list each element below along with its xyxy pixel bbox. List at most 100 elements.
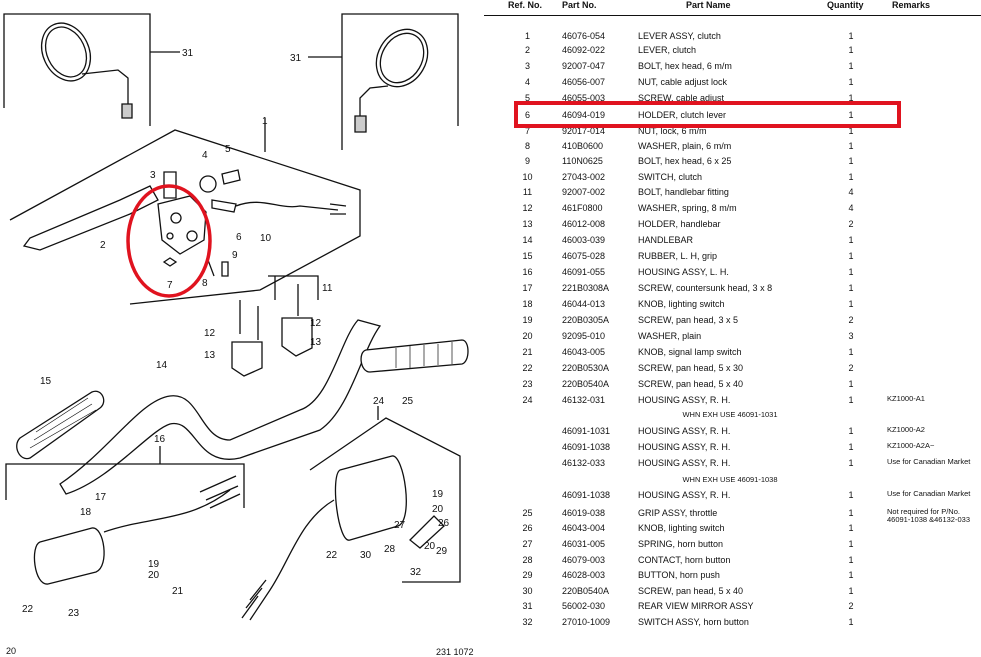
row-part-name: REAR VIEW MIRROR ASSY (638, 601, 754, 611)
row-quantity: 1 (848, 156, 854, 166)
row-part-no: 46079-003 (562, 555, 606, 565)
handlebar-holder-2 (281, 317, 313, 357)
callout-11: 11 (322, 283, 333, 294)
highlight-row-box (514, 101, 901, 128)
row-part-no: 220B0530A (562, 363, 610, 373)
row-quantity: 1 (848, 395, 854, 405)
row-remarks: Not required for P/No. 46091-1038 &46132… (887, 507, 970, 524)
row-part-no: 46076-054 (562, 31, 606, 41)
row-ref: 8 (524, 141, 530, 151)
row-ref: 6 (524, 110, 530, 120)
row-quantity: 1 (848, 555, 854, 565)
header-remarks: Remarks (892, 0, 931, 10)
row-quantity: 1 (848, 283, 854, 293)
header-part-no: Part No. (562, 0, 597, 10)
callout-31b: 31 (290, 53, 302, 64)
row-quantity: 1 (848, 267, 854, 277)
row-quantity: 4 (848, 187, 854, 197)
callout-13b: 13 (310, 337, 322, 348)
callout-3: 3 (150, 170, 156, 181)
row-quantity: 1 (848, 379, 854, 389)
row-part-name: HOUSING ASSY, R. H. (638, 442, 731, 452)
row-part-no: 220B0540A (562, 586, 610, 596)
row-ref: 30 (522, 586, 533, 596)
callout-25: 25 (402, 396, 414, 407)
row-part-name: LEVER, clutch (638, 45, 697, 55)
row-part-name: GRIP ASSY, throttle (638, 508, 718, 518)
row-quantity: 1 (848, 347, 854, 357)
row-ref: 11 (522, 187, 533, 197)
row-quantity: 1 (848, 458, 854, 468)
row-part-no: 46132-031 (562, 395, 606, 405)
row-part-name: SCREW, countersunk head, 3 x 8 (638, 283, 773, 293)
row-part-name: SCREW, pan head, 5 x 30 (638, 363, 744, 373)
mirror-right (375, 28, 429, 88)
mirror-right-box (341, 13, 459, 150)
row-part-name: SCREW, pan head, 3 x 5 (638, 315, 739, 325)
row-part-no: 46028-003 (562, 570, 606, 580)
row-ref: 23 (522, 379, 533, 389)
row-part-no: 92007-047 (562, 61, 606, 71)
row-part-no: 46044-013 (562, 299, 606, 309)
row-ref: 13 (522, 219, 533, 229)
callout-29: 29 (436, 546, 448, 557)
callout-10: 10 (260, 233, 272, 244)
left-grip (16, 390, 105, 460)
row-quantity: 3 (848, 331, 854, 341)
callout-32: 32 (410, 567, 422, 578)
header-quantity: Quantity (827, 0, 864, 10)
row-part-no: 220B0540A (562, 379, 610, 389)
row-part-name: HANDLEBAR (638, 235, 694, 245)
row-quantity: 4 (848, 203, 854, 213)
row-ref: 17 (522, 283, 533, 293)
row-quantity: 1 (848, 586, 854, 596)
row-part-no: 46091-1031 (562, 426, 611, 436)
row-part-name: BOLT, hex head, 6 m/m (638, 61, 732, 71)
row-quantity: 1 (848, 235, 854, 245)
row-ref: 5 (524, 93, 530, 103)
row-quantity: 1 (848, 61, 854, 71)
row-part-no: 46092-022 (562, 45, 606, 55)
row-part-name: WASHER, spring, 8 m/m (638, 203, 737, 213)
row-part-name: HOUSING ASSY, R. H. (638, 458, 731, 468)
row-part-no: 92017-014 (562, 126, 606, 136)
row-quantity: 2 (848, 315, 854, 325)
header-rule (484, 15, 981, 16)
row-part-no: 27010-1009 (562, 617, 611, 627)
row-ref: 12 (522, 203, 533, 213)
row-part-no: 27043-002 (562, 172, 606, 182)
throttle-grip (360, 339, 469, 373)
row-part-no: 46056-007 (562, 77, 606, 87)
callout-12b: 12 (310, 318, 322, 329)
row-part-no: 46091-1038 (562, 442, 611, 452)
page-number: 20 (6, 646, 17, 656)
row-part-name: NUT, cable adjust lock (638, 77, 728, 87)
row-ref: 26 (522, 523, 533, 533)
callout-22a: 22 (326, 550, 338, 561)
callout-6: 6 (236, 232, 242, 243)
right-housing-box (309, 417, 461, 583)
row-quantity: 1 (848, 523, 854, 533)
callout-17: 17 (95, 492, 107, 503)
row-part-name: BUTTON, horn push (638, 570, 720, 580)
row-ref: 25 (522, 508, 533, 518)
row-ref: 1 (524, 31, 530, 41)
row-quantity: 1 (848, 126, 854, 136)
row-part-name: HOUSING ASSY, R. H. (638, 426, 731, 436)
callout-20a: 20 (432, 504, 444, 515)
row-ref: 15 (522, 251, 533, 261)
callout-23: 23 (68, 608, 80, 619)
row-part-name: WASHER, plain (638, 331, 702, 341)
callout-20b: 20 (424, 541, 436, 552)
callout-15: 15 (40, 376, 52, 387)
callout-4: 4 (202, 150, 208, 161)
table-note-2: WHN EXH USE 46091-1038 (682, 475, 778, 484)
handlebar (59, 319, 382, 495)
callout-21: 21 (172, 586, 184, 597)
row-remarks: Use for Canadian Market (887, 489, 971, 498)
row-part-name: WASHER, plain, 6 m/m (638, 141, 732, 151)
row-part-no: 46091-1038 (562, 490, 611, 500)
callout-19b: 19 (148, 559, 160, 570)
right-switch-housing (334, 455, 407, 541)
row-part-no: 46043-004 (562, 523, 606, 533)
